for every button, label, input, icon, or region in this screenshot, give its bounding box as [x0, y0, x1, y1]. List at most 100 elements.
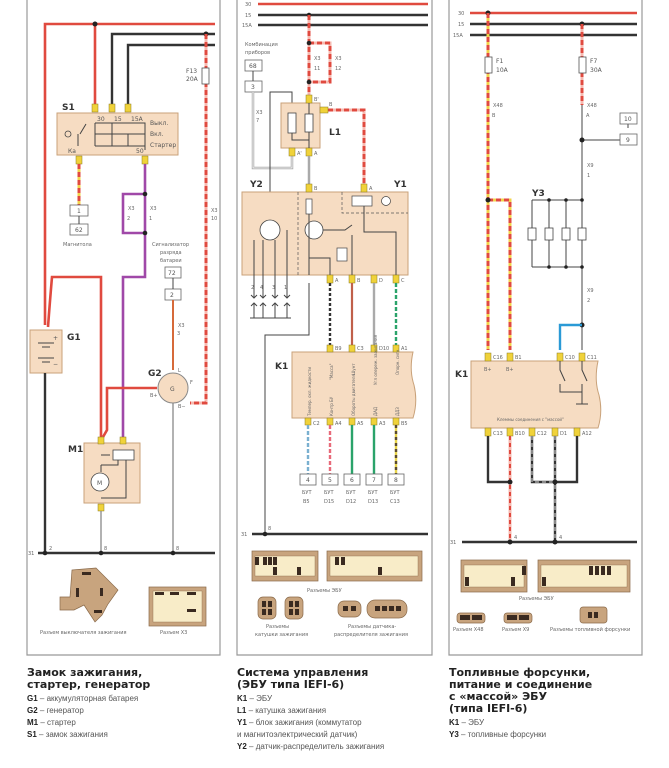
y1-label: Y1 [393, 180, 407, 190]
legend-text: – ЭБУ [459, 718, 485, 727]
legend-text: – стартер [38, 718, 76, 727]
connector-pin: 1 [587, 173, 590, 179]
k1-inner-label: ДАД [373, 407, 378, 416]
cluster-label: Комбинация [245, 42, 278, 48]
fuse-icon [578, 56, 587, 74]
connector-pin: 2 [587, 298, 590, 304]
section-title: (типа IEFI-6) [449, 702, 527, 715]
bus-label: 15 [458, 22, 464, 28]
l1-label: L1 [329, 128, 341, 138]
k1-pin: B9 [335, 346, 342, 352]
transistor-icon [304, 220, 324, 240]
panel-border [236, 0, 433, 656]
connector-label: X48 [587, 103, 597, 109]
bus-label: 15A [453, 33, 463, 39]
plus-sign: + [53, 335, 58, 342]
y2-output: 3 [272, 285, 275, 291]
motor-symbol: M [97, 480, 102, 487]
panel-fuel-injectors: 30 15 15A F1 10A F7 30A X48 B X48 A 10 9… [448, 0, 643, 656]
g2-pin: B− [178, 404, 186, 410]
legend-text: – датчик-распределитель зажигания [247, 742, 384, 751]
g2-label: G2 [148, 369, 162, 379]
s1-position: Вкл. [150, 131, 164, 138]
connector-pin: 1 [149, 216, 152, 222]
svg-text:G1 – аккумуляторная батарея: G1 – аккумуляторная батарея [27, 694, 138, 703]
k1-inner-label: Обороты двигателя [351, 374, 356, 416]
bus-pin: 2 [49, 546, 52, 552]
alarm-label: разряда [160, 250, 182, 256]
y3-label: Y3 [531, 189, 545, 199]
output-ref: C13 [390, 499, 400, 505]
connector-pin: 7 [256, 118, 259, 124]
connector-caption: катушки зажигания [255, 632, 308, 638]
svg-text:M1 – стартер: M1 – стартер [27, 718, 76, 727]
pin-box: 2 [170, 292, 174, 299]
y2-output: 2 [251, 285, 254, 291]
connector-pin: 11 [314, 66, 320, 72]
s1-position: Выкл. [150, 120, 168, 127]
legend-text: – топливные форсунки [459, 730, 546, 739]
connector-caption: Разъемы датчика- [348, 624, 396, 630]
wire-15a [126, 43, 215, 108]
legend-text: – замок зажигания [37, 730, 108, 739]
output-ref: D12 [346, 499, 356, 505]
bus-label: 31 [28, 551, 34, 557]
svg-text:S1 – замок зажигания: S1 – замок зажигания [27, 730, 108, 739]
k1-pin: C10 [565, 355, 575, 361]
ecu-k1 [291, 351, 417, 419]
pin-box: 62 [75, 227, 83, 234]
panel-ignition-starter-generator: F13 20A X3 10 S1 30 15 15A Выкл. Вкл. Ст… [26, 0, 221, 656]
svg-text:Y3 – топливные форсунки: Y3 – топливные форсунки [449, 730, 546, 739]
k1-inner-label: Темпер. охл. жидкости [307, 367, 312, 417]
section-title: Топливные форсунки, [449, 666, 590, 679]
ecu-connectors-image [460, 559, 631, 593]
connector-label: X3 [211, 208, 218, 214]
k1-inner-label: Шунт [351, 363, 356, 375]
connector-caption: Разъем выключателя зажигания [40, 630, 127, 636]
g2-pin: L [178, 368, 181, 374]
pin-box: 6 [350, 477, 354, 484]
alarm-label: Сигнализатор [152, 242, 189, 248]
connector-caption: Разъемы ЭБУ [519, 596, 554, 602]
k1-pin: C16 [493, 355, 503, 361]
svg-text:K1 – ЭБУ: K1 – ЭБУ [449, 718, 485, 727]
connector-pin: 10 [211, 216, 217, 222]
k1-inner-label: Угл опереж. зажигания [373, 334, 378, 385]
legend-text: – генератор [38, 706, 85, 715]
bus-label: 15 [245, 13, 251, 19]
s1-pin: 15 [114, 116, 122, 123]
legend-code: Y1 [237, 718, 247, 727]
bus-pin: 8 [104, 546, 107, 552]
k1-pin-label: B+ [506, 367, 514, 373]
pin-box: 10 [624, 116, 632, 123]
k1-pin: A5 [357, 421, 364, 427]
legend-text: – аккумуляторная батарея [38, 694, 139, 703]
fuse-name: F7 [590, 58, 597, 65]
legend-text: и магнитоэлектрический датчик) [237, 730, 358, 739]
legend-code: Y3 [449, 730, 459, 739]
k1-pin: D1 [560, 431, 567, 437]
legend-code: M1 [27, 718, 39, 727]
generator-symbol: G [170, 386, 175, 393]
k1-inner-labels: Темпер. охл. жидкости Контр БУ Обороты д… [307, 334, 400, 417]
pin-box: 5 [328, 477, 332, 484]
k1-label: K1 [455, 370, 468, 380]
wire-k1-c10 [558, 323, 582, 350]
k1-inner-label: Контр БУ [329, 396, 334, 416]
connector-caption: Разъем X9 [502, 627, 529, 633]
fuse-icon [484, 56, 493, 74]
connector-caption: распределителя зажигания [334, 632, 408, 638]
bus-pin: 8 [268, 526, 271, 532]
legend-code: K1 [449, 718, 460, 727]
pin-box: 3 [251, 84, 255, 91]
legend-code: G1 [27, 694, 38, 703]
y1-pin: B [357, 278, 361, 284]
wire-15 [110, 32, 215, 108]
y1-pin: D [379, 278, 383, 284]
pin-box: 9 [626, 137, 630, 144]
pin-box: 1 [77, 208, 81, 215]
k1-inner-label: ДДЗ [395, 407, 400, 416]
fuse-rating: 10A [496, 67, 509, 74]
k1-pin: C2 [313, 421, 320, 427]
